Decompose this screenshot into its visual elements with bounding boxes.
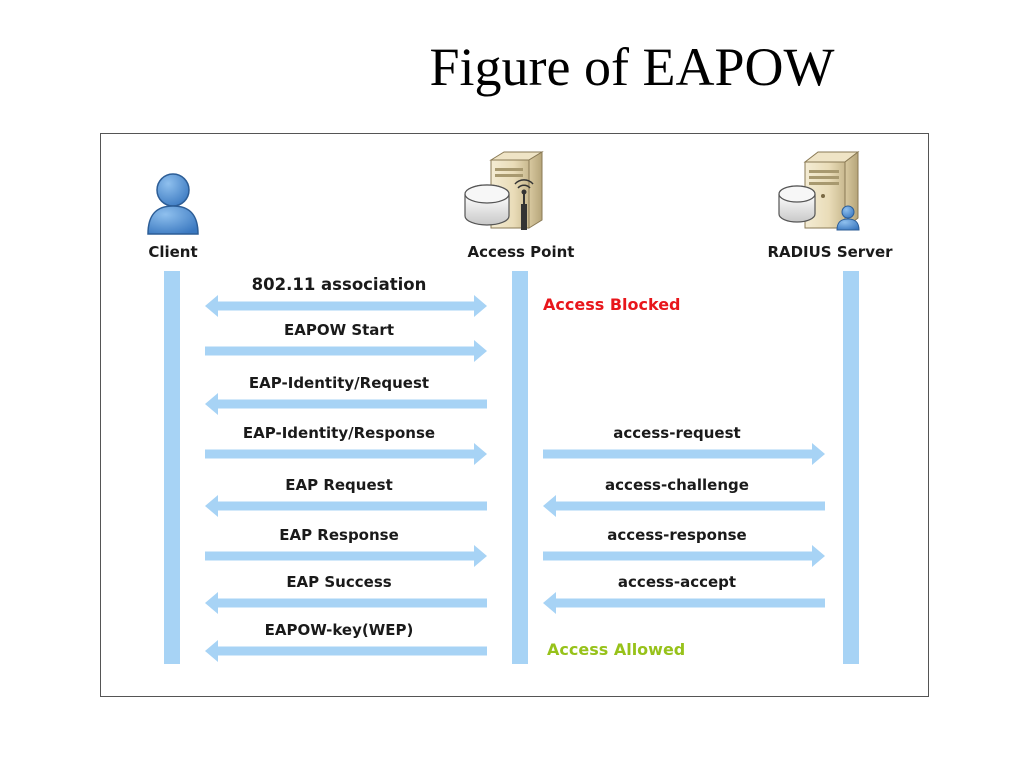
access-point-lifeline [512,271,528,664]
access-point-label: Access Point [468,243,575,261]
ap-radius-message-label-2: access-challenge [605,476,749,494]
ap-radius-message-label-1: access-request [613,424,740,442]
person-icon [147,173,199,235]
client-ap-message-label-1: 802.11 association [252,275,427,294]
server-user-icon [778,150,860,231]
client-ap-message-label-6: EAP Response [279,526,399,544]
client-label: Client [148,243,197,261]
client-ap-arrow-6 [205,545,487,567]
ap-radius-messages: access-request access-challenge access-res… [543,424,825,614]
client-ap-arrow-2 [205,340,487,362]
radius-server-label: RADIUS Server [767,243,893,261]
client-ap-message-label-7: EAP Success [286,573,391,591]
client-ap-arrow-4 [205,443,487,465]
client-ap-arrow-8 [205,640,487,662]
access-blocked-status: Access Blocked [543,295,681,314]
ap-radius-arrow-2 [543,495,825,517]
client-ap-message-label-4: EAP-Identity/Response [243,424,435,442]
ap-radius-message-label-3: access-response [607,526,746,544]
client-ap-arrow-5 [205,495,487,517]
client-lifeline [164,271,180,664]
slide-title: Figure of EAPOW [429,37,835,97]
ap-radius-arrow-4 [543,592,825,614]
client-ap-message-label-2: EAPOW Start [284,321,394,339]
client-ap-message-label-3: EAP-Identity/Request [249,374,429,392]
ap-radius-message-label-4: access-accept [618,573,736,591]
radius-server-lifeline [843,271,859,664]
access-allowed-status: Access Allowed [547,640,685,659]
client-ap-message-label-5: EAP Request [285,476,392,494]
ap-radius-arrow-3 [543,545,825,567]
eapow-diagram: Client Access Point RADIUS Server Access… [100,133,929,697]
client-ap-arrow-3 [205,393,487,415]
client-ap-message-label-8: EAPOW-key(WEP) [265,621,414,639]
client-ap-arrow-7 [205,592,487,614]
client-ap-arrow-1 [205,295,487,317]
sequence-diagram-svg: Client Access Point RADIUS Server Access… [147,150,893,664]
access-point-icon [464,151,544,230]
ap-radius-arrow-1 [543,443,825,465]
